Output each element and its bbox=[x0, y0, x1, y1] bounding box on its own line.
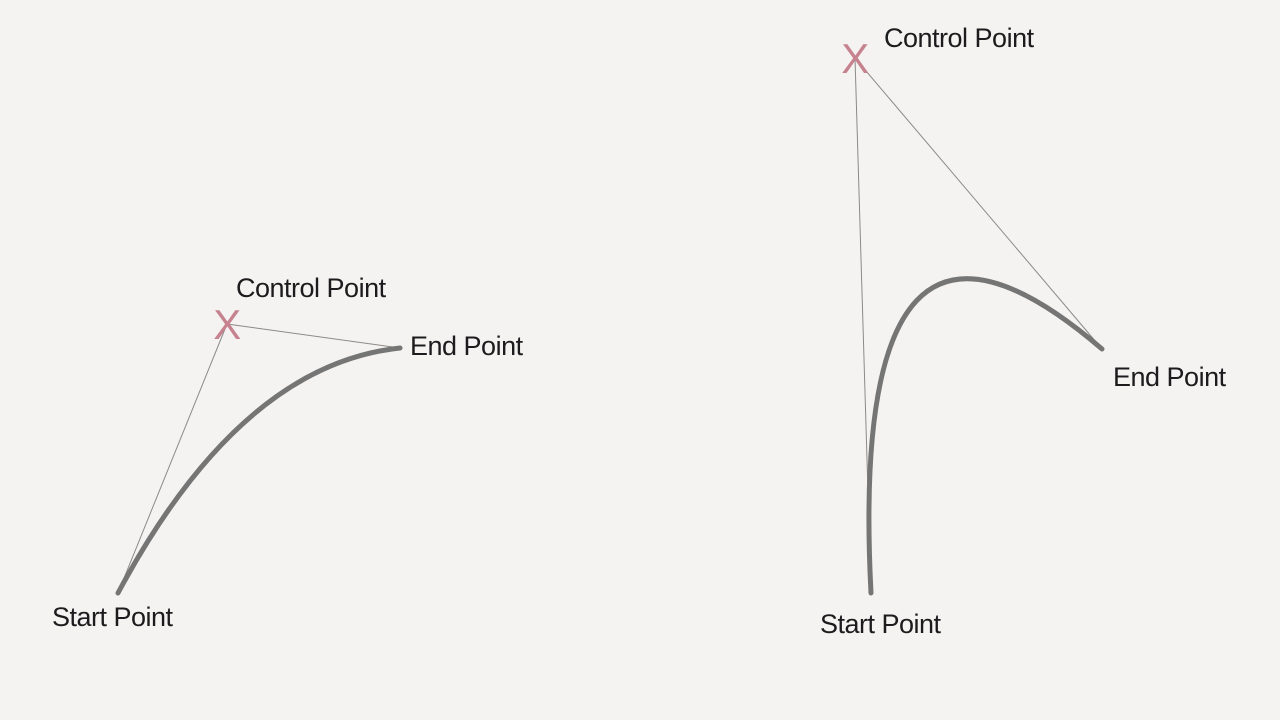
start-point-label: Start Point bbox=[820, 609, 942, 639]
end-point-label: End Point bbox=[1113, 362, 1227, 392]
control-to-end-guide-line bbox=[854, 57, 1103, 350]
bezier-curve bbox=[866, 276, 1105, 596]
control-point-label: Control Point bbox=[884, 23, 1035, 53]
start-point-label: Start Point bbox=[52, 602, 174, 632]
control-to-end-guide-line bbox=[226, 323, 401, 349]
control-to-start-guide-line bbox=[117, 323, 228, 594]
control-point-label: Control Point bbox=[236, 273, 387, 303]
control-point-marker: X bbox=[841, 35, 869, 82]
control-point-marker: X bbox=[213, 301, 241, 348]
end-point-label: End Point bbox=[410, 331, 524, 361]
bezier-curve bbox=[115, 345, 403, 596]
